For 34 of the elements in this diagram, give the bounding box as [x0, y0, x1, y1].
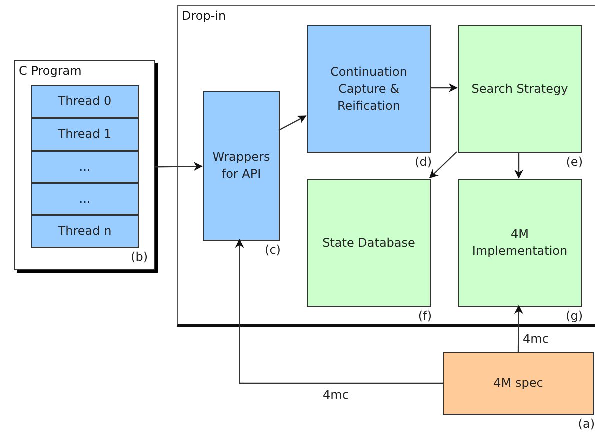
node-label: Thread 0	[57, 93, 113, 110]
reference-label: (g)	[566, 308, 583, 325]
arrow	[429, 152, 458, 179]
node-label: ...	[78, 190, 92, 208]
node-label: State Database	[322, 234, 416, 252]
group-title: C Program	[19, 63, 82, 80]
reference-label: (a)	[578, 416, 595, 433]
node-label: Continuation Capture & Reification	[330, 64, 408, 114]
reference-label: (e)	[566, 154, 583, 171]
node-label: Thread n	[57, 223, 113, 240]
arrow	[514, 305, 524, 352]
thread-row	[31, 151, 139, 183]
reference-label: (c)	[265, 242, 281, 259]
program-box	[14, 60, 155, 270]
thread-row	[31, 215, 139, 248]
node-label: Search Strategy	[470, 80, 570, 98]
thread-row	[31, 183, 139, 215]
arrow	[514, 152, 524, 179]
arrow	[278, 116, 307, 132]
reference-label: (d)	[415, 154, 432, 171]
node-label: 4M Implementation	[471, 226, 569, 260]
thread-row	[31, 118, 139, 151]
node-label: 4M spec	[492, 375, 544, 392]
group-title: Drop-in	[182, 8, 226, 25]
arrow	[430, 84, 458, 92]
arrow	[155, 162, 203, 172]
node-label: ...	[78, 158, 92, 176]
node-label: Wrappers for API	[212, 149, 272, 183]
reference-label: (b)	[131, 249, 148, 266]
reference-label: (f)	[418, 308, 432, 325]
arrow	[235, 239, 443, 384]
container-box	[177, 5, 595, 327]
node-label: Thread 1	[57, 126, 113, 143]
thread-row	[31, 85, 139, 118]
